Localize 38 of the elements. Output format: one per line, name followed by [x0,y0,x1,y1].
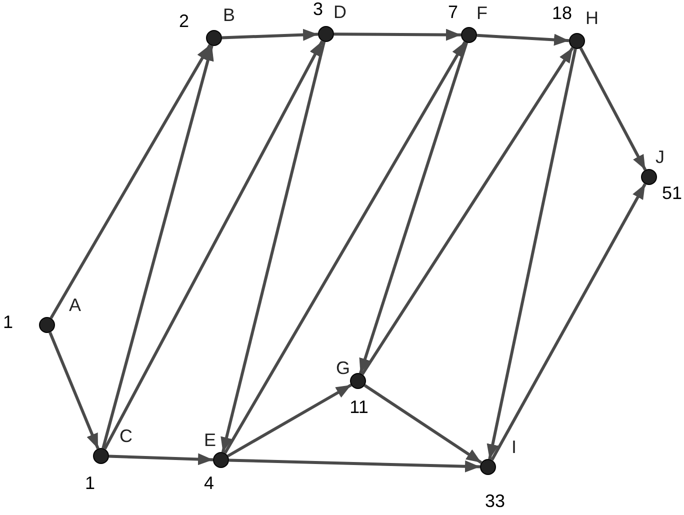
vertex-label: D [334,2,346,22]
vertex-value: 1 [85,473,95,493]
vertex-value: 33 [484,491,506,511]
arrow [228,458,480,472]
arrow [224,41,466,454]
arrow [103,40,324,450]
vertex-label: B [223,5,235,25]
vertex-label: A [69,295,81,315]
vertex-value: 3 [313,0,323,19]
vertex-value: 18 [552,3,572,23]
vertex-value: 11 [350,397,368,417]
vertex-label: E [204,430,216,450]
arrow [364,384,482,464]
arrow [476,34,570,46]
arrow [48,332,100,450]
vertex-value: 51 [662,183,682,203]
arrow [361,46,574,376]
arrow [486,48,577,460]
vertex-label: J [656,147,664,167]
arrow [108,453,214,466]
vertex-label: C [120,426,132,446]
arrow [334,28,462,41]
arrow [579,47,647,171]
vertex-value: 2 [179,11,189,31]
arrow [220,41,326,453]
vertex-value: 1 [3,312,13,332]
vertex-label: G [336,358,350,378]
vertex-label: I [512,437,516,457]
arrow [222,28,318,41]
arrow [358,42,468,374]
vertex-label: F [476,3,488,23]
arrow [102,45,214,449]
arrow [490,183,646,461]
vertex-value: 7 [448,2,458,22]
vertex-label: H [586,8,598,28]
arrow [50,44,212,319]
arrow [227,384,352,458]
vertex-value: 4 [204,473,214,493]
